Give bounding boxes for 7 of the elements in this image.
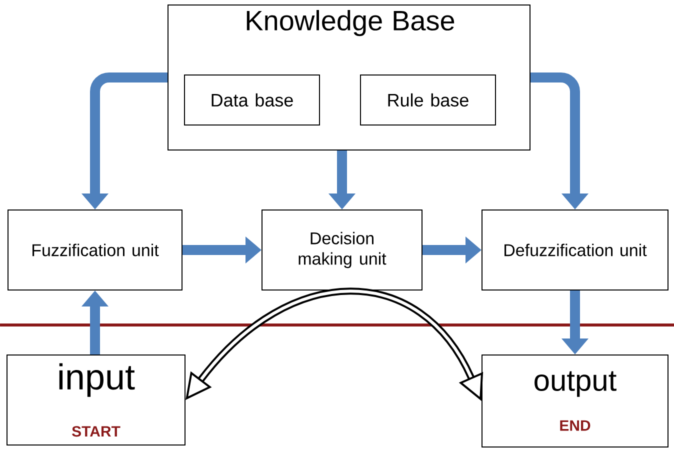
process-box: Defuzzification unit (482, 210, 668, 290)
process-box: Decision making unit (262, 210, 422, 290)
process-box: output END (482, 354, 668, 448)
process-box: Data base (184, 74, 320, 126)
process-box: Rule base (360, 74, 496, 126)
process-box: input START (6, 354, 186, 446)
process-box: Fuzzification unit (8, 210, 182, 290)
